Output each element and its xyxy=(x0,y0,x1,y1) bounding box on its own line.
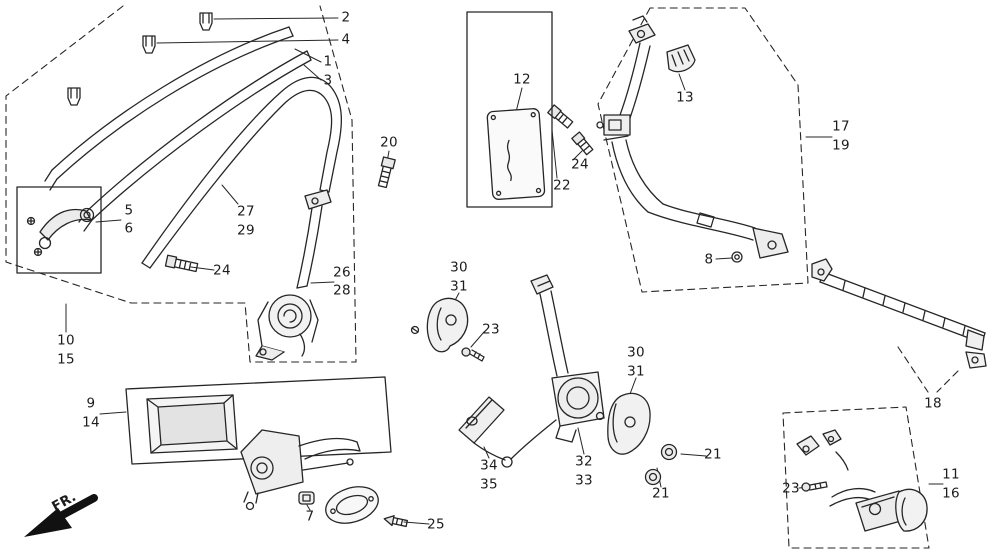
center-buckle-34 xyxy=(458,396,506,461)
bolt-23-rear xyxy=(801,481,828,492)
molding-clip-c xyxy=(67,87,81,106)
screw-25 xyxy=(383,515,409,528)
center-seat-belt xyxy=(501,274,605,468)
bolt-20 xyxy=(377,156,396,189)
flange-nut-21-b xyxy=(644,468,662,486)
gasket-oval xyxy=(325,486,379,524)
center-lap-bar xyxy=(811,258,987,369)
bolt-24-left xyxy=(164,254,199,273)
flange-nut-21-a xyxy=(660,443,678,461)
anchor-cover-30-lower xyxy=(607,392,651,455)
front-retractor xyxy=(255,189,332,361)
bolt-22 xyxy=(547,104,574,129)
door-pocket-box xyxy=(125,376,392,511)
fr-direction-arrow xyxy=(24,494,98,537)
molding-clip-b xyxy=(142,35,156,54)
anchor-cover-30-upper xyxy=(426,297,469,353)
rear-buckle-assembly xyxy=(796,429,928,532)
molding-clip-a xyxy=(199,12,213,31)
bolt-24-right xyxy=(571,131,594,156)
roof-molding-rear xyxy=(78,50,312,232)
anchor-cover-13 xyxy=(666,44,696,73)
outer-seat-belt xyxy=(596,15,789,259)
grommet-7 xyxy=(298,491,315,505)
bolt-23-upper xyxy=(461,347,485,362)
boundary-lines xyxy=(5,5,959,549)
glass-run-channel xyxy=(141,76,342,269)
small-screw-upper xyxy=(410,325,420,335)
roof-molding-front xyxy=(44,26,294,191)
anchor-nut-8 xyxy=(731,251,743,263)
striker-box xyxy=(16,186,102,274)
latch-assembly xyxy=(240,429,361,511)
label-sheet-box xyxy=(466,11,553,208)
